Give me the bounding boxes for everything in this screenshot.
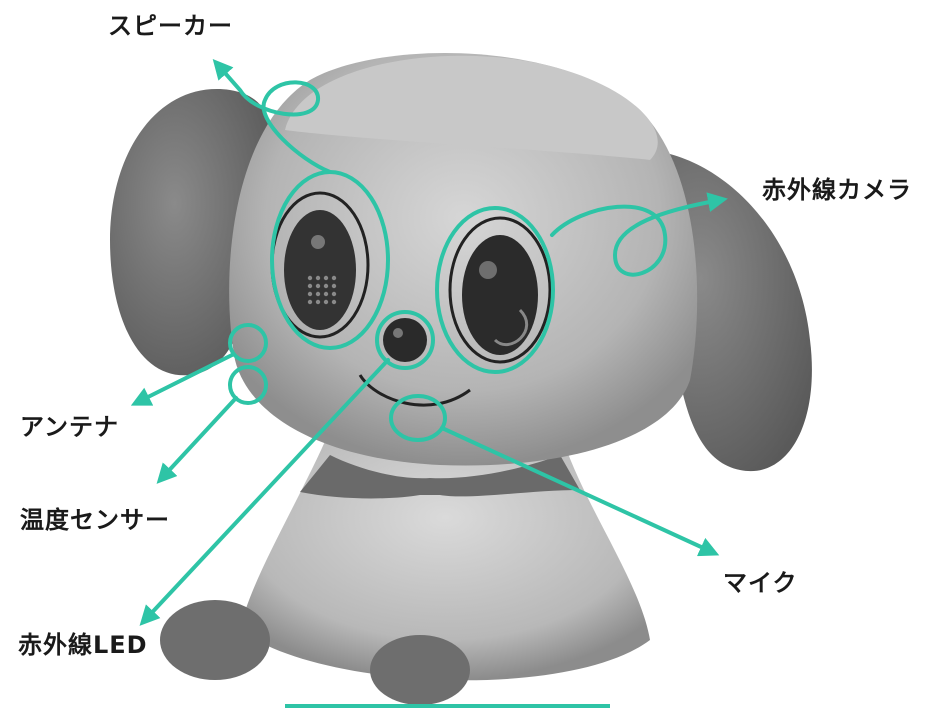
label-ir-led: 赤外線LED [18, 631, 148, 659]
ir-led-highlight [375, 310, 435, 370]
bottom-accent-bar [285, 704, 610, 708]
mascot-bow-tie [300, 455, 580, 499]
mascot-left-eye [284, 210, 356, 330]
mascot-right-eye-outer [448, 216, 552, 364]
ir-camera-highlight [435, 206, 555, 374]
mascot-right-eye-highlight [479, 261, 497, 279]
ir-led-leader [139, 358, 390, 626]
label-speaker: スピーカー [108, 12, 233, 40]
mascot-nose [383, 318, 427, 362]
mascot-right-eye-arc [493, 308, 529, 347]
temp-sensor-highlight [228, 365, 268, 405]
mascot-left-eye-highlight [311, 235, 325, 249]
mascot-left-foot [160, 600, 270, 680]
speaker-grille [307, 275, 337, 305]
callouts [130, 58, 728, 626]
mic-leader [440, 426, 720, 557]
antenna-highlight [228, 323, 268, 363]
speaker-leader [212, 58, 332, 174]
mascot-head [229, 52, 698, 466]
mic-highlight [389, 394, 447, 442]
mascot-hat [285, 55, 658, 160]
mascot-right-foot [370, 635, 470, 705]
antenna-leader [130, 353, 234, 406]
label-antenna: アンテナ [20, 413, 120, 441]
mascot-nose-highlight [393, 328, 403, 338]
temp-sensor-leader [156, 396, 238, 484]
mascot-robot [110, 52, 812, 705]
label-temp-sensor: 温度センサー [20, 506, 170, 534]
label-mic: マイク [723, 569, 798, 597]
ir-camera-leader [550, 192, 728, 277]
mascot-right-eye [462, 235, 538, 355]
label-ir-camera: 赤外線カメラ [762, 176, 912, 204]
